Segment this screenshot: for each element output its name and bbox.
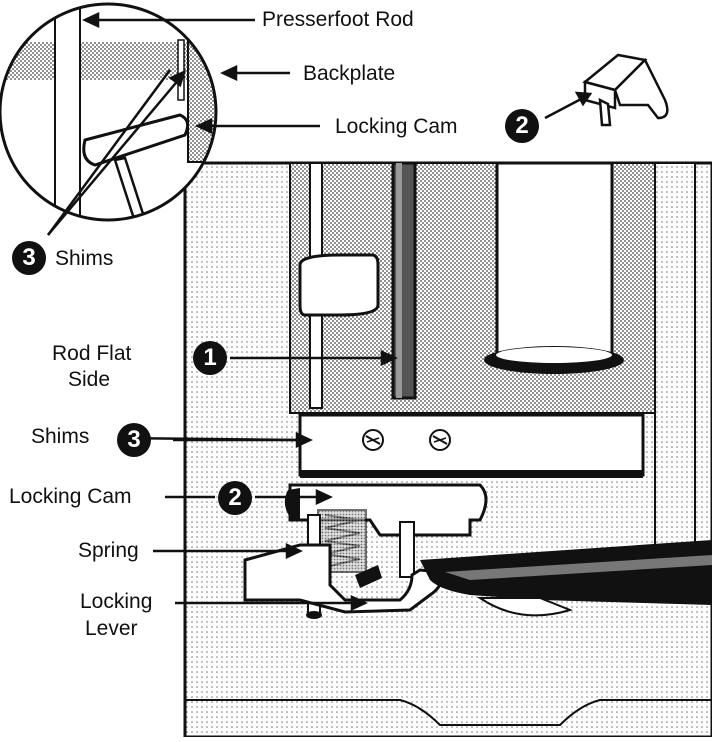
detail-inset-border bbox=[0, 2, 218, 222]
label-shims-inset: Shims bbox=[55, 247, 114, 270]
cam-pin-right bbox=[399, 521, 415, 578]
callout-3-inset: 3 bbox=[12, 241, 46, 275]
label-rod-flat-side-1: Rod Flat bbox=[52, 342, 132, 365]
label-shims: Shims bbox=[31, 425, 90, 448]
callout-3: 3 bbox=[117, 423, 151, 457]
label-presserfoot-rod: Presserfoot Rod bbox=[262, 8, 414, 31]
callout-2-top: 2 bbox=[505, 109, 539, 143]
needle-bar bbox=[495, 161, 614, 365]
detail-inset bbox=[0, 4, 216, 220]
label-rod-flat-side-2: Side bbox=[68, 368, 111, 391]
housing-lower-edge bbox=[185, 699, 712, 726]
rod-collar bbox=[298, 253, 380, 317]
label-locking-cam: Locking Cam bbox=[9, 485, 132, 508]
housing-right-strip bbox=[654, 162, 696, 584]
locking-lever-part bbox=[243, 543, 443, 614]
label-backplate: Backplate bbox=[303, 62, 396, 85]
shims-plate bbox=[298, 413, 645, 477]
label-locking-cam-top: Locking Cam bbox=[335, 115, 458, 138]
callout-1: 1 bbox=[193, 341, 227, 375]
callout-2: 2 bbox=[218, 481, 252, 515]
label-locking-lever-1: Locking bbox=[80, 590, 153, 613]
label-spring: Spring bbox=[78, 539, 139, 562]
locking-cam-part bbox=[288, 483, 488, 537]
locking-cam-detail bbox=[582, 53, 669, 127]
label-locking-lever-2: Lever bbox=[85, 617, 138, 640]
leader-lines bbox=[46, 12, 593, 611]
